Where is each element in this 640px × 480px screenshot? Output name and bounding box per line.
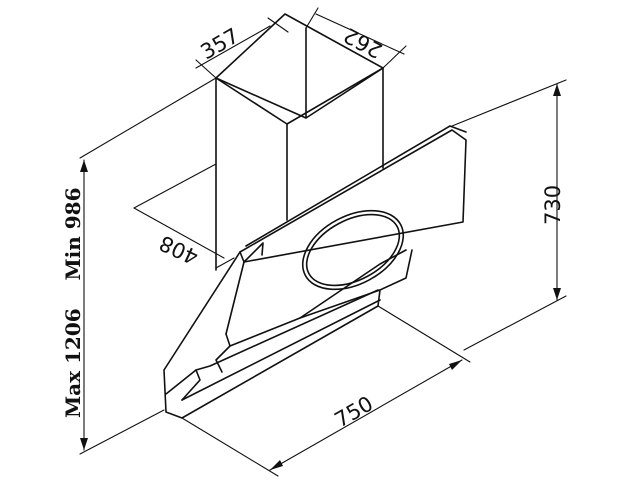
extension-line-730-top	[451, 79, 567, 127]
arrow-730-top	[553, 84, 561, 96]
extension-line-262-left	[305, 7, 319, 29]
glass-panel-oval-logo-inner	[305, 213, 401, 287]
hood-body-inner-slope	[225, 261, 245, 335]
dimension-line-750	[269, 359, 463, 471]
dimension-label-height-range: Max 1206 Min 986	[61, 188, 85, 419]
dimension-label-262: 262	[340, 23, 387, 63]
glass-panel-face	[239, 129, 467, 263]
arrow-range-top	[80, 160, 88, 172]
extension-line-262-right	[382, 45, 407, 69]
extension-line-750-right	[377, 305, 471, 363]
extension-line-408-top	[133, 163, 217, 209]
hood-body-lower-face	[181, 299, 381, 401]
hood-body-bottom-line	[165, 369, 201, 401]
extension-line-357-left	[195, 59, 217, 79]
extension-line-range-top	[79, 77, 217, 159]
glass-panel-top-edge	[245, 125, 467, 247]
dimension-label-408: 408	[156, 231, 202, 270]
dimension-label-750: 750	[331, 391, 378, 432]
hood-body-front-line	[195, 289, 379, 371]
dimension-chimney-width: 357	[195, 17, 289, 79]
hood-body-inner-left	[215, 333, 231, 373]
dimension-height-range: Max 1206 Min 986	[61, 77, 217, 455]
arrow-750-right	[449, 360, 462, 370]
dimension-width: 750	[181, 305, 471, 477]
extension-line-730-bottom	[463, 295, 567, 351]
chimney-front-top-edge	[215, 67, 384, 125]
hood-body-rear	[299, 249, 407, 319]
dimension-mid-depth: 408	[133, 163, 235, 270]
dimension-chimney-depth: 262	[305, 7, 407, 69]
arrow-750-left	[270, 460, 283, 470]
dimension-height: 730	[451, 79, 567, 351]
extension-line-408-bottom	[215, 257, 235, 269]
dimension-line-408	[133, 207, 225, 259]
glass-panel	[239, 125, 467, 291]
dimension-line-357	[195, 25, 271, 69]
arrow-730-bottom	[553, 288, 561, 300]
glass-panel-oval-logo	[301, 209, 405, 291]
hood-body	[163, 249, 413, 419]
hood-body-outline	[163, 249, 413, 419]
dimension-label-730: 730	[541, 185, 565, 225]
extension-line-range-bottom	[79, 409, 165, 455]
dimension-line-262	[315, 13, 405, 55]
arrow-range-bottom	[80, 438, 88, 450]
extension-line-750-left	[181, 417, 279, 477]
extension-line-357-right	[267, 17, 289, 33]
glass-panel-edge	[243, 242, 264, 263]
